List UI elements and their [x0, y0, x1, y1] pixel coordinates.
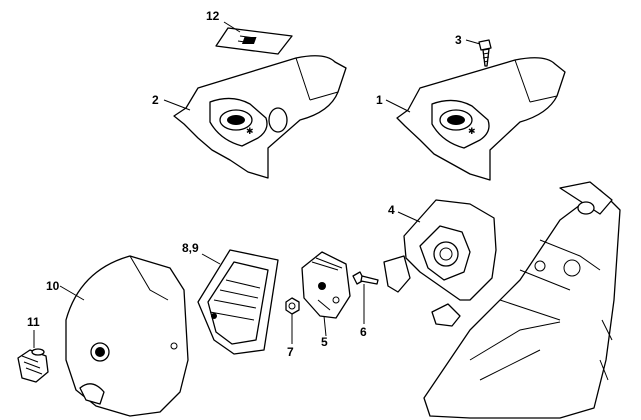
svg-text:✱: ✱ — [468, 127, 476, 137]
part-7-nut — [285, 297, 300, 315]
part-12-label-decal — [215, 27, 293, 55]
part-1-shroud: ✱ — [396, 57, 566, 181]
callout-10: 10 — [46, 279, 60, 293]
part-8-9-air-filter — [197, 249, 279, 355]
leader-lines — [33, 21, 481, 348]
svg-text:✱: ✱ — [246, 127, 254, 137]
callout-11: 11 — [27, 315, 40, 329]
part-11-knob — [17, 348, 49, 383]
callout-6: 6 — [360, 325, 367, 339]
part-3-screw — [478, 39, 492, 67]
callout-3: 3 — [455, 33, 462, 47]
part-10-top-cover — [65, 255, 189, 417]
part-5-carburetor — [301, 251, 351, 319]
callout-2: 2 — [152, 93, 159, 107]
callout-7: 7 — [287, 345, 294, 359]
part-2-shroud: ✱ — [173, 55, 347, 179]
engine-housing — [423, 181, 621, 419]
callout-5: 5 — [321, 335, 328, 349]
callout-8-9: 8,9 — [182, 241, 199, 255]
callout-12: 12 — [206, 9, 220, 23]
part-4-air-box — [383, 199, 497, 327]
callout-1: 1 — [376, 93, 383, 107]
callout-4: 4 — [388, 203, 395, 217]
part-6-screw — [352, 271, 379, 285]
